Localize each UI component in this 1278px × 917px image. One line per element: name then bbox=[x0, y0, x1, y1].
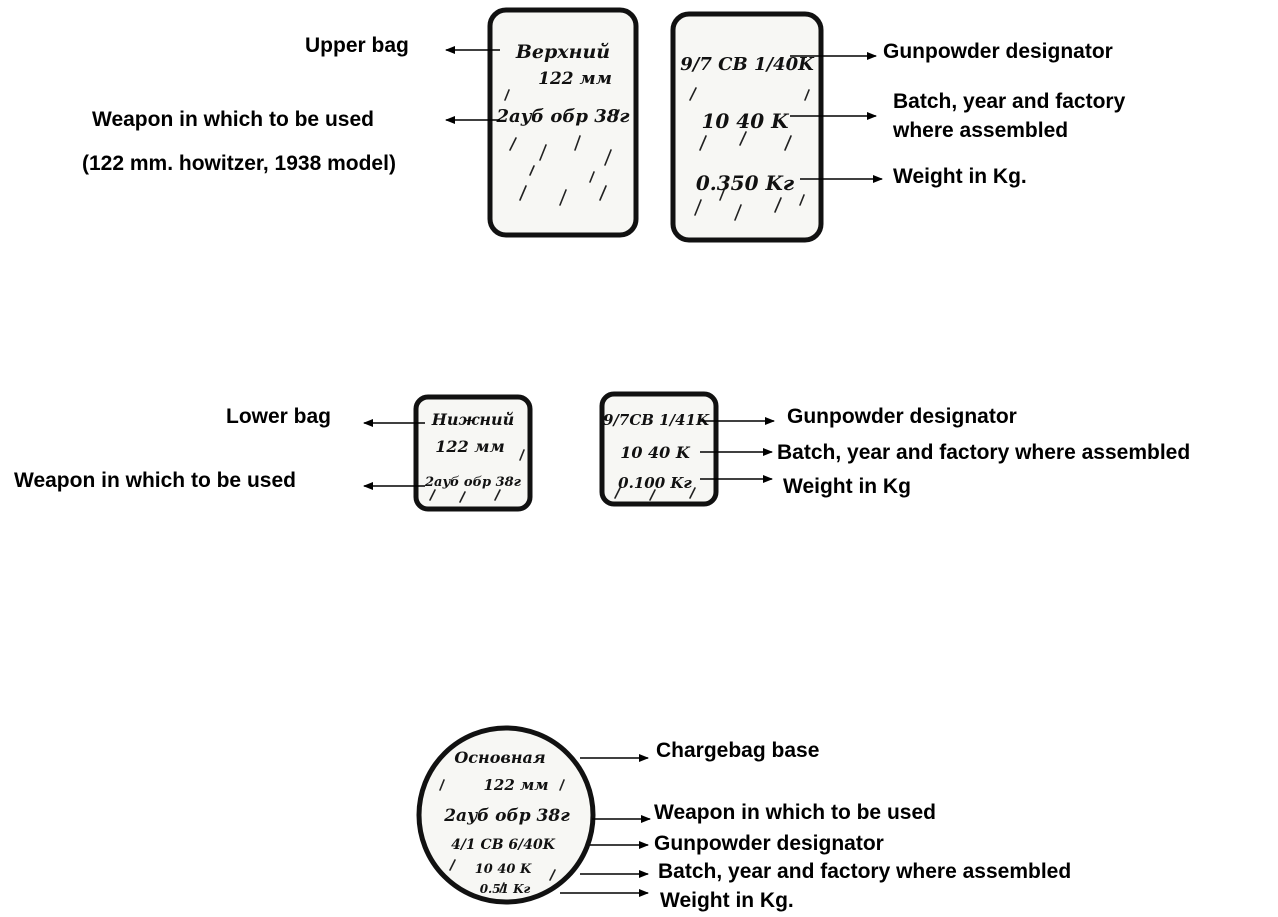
lower-bag-weapon-label: Weapon in which to be used bbox=[14, 469, 296, 492]
upper-bag-back-texture bbox=[689, 87, 810, 221]
lower-bag-front-line-2: 122 мм bbox=[435, 437, 504, 456]
lower-bag-front-line-3: 2аyб обр 38г bbox=[424, 475, 522, 490]
base-line-6: 0.51 Kг bbox=[480, 882, 531, 896]
upper-bag-back-line-1: 9/7 CB 1/40K bbox=[680, 54, 815, 75]
lower-bag-front-line-1: Нижний bbox=[431, 410, 515, 429]
upper-bag-front-line-3: 2аyб обр 38г bbox=[496, 106, 630, 127]
lower-batch-label: Batch, year and factory where assembled bbox=[777, 441, 1190, 464]
upper-bag-front: Верхний 122 мм 2аyб обр 38г bbox=[487, 7, 639, 238]
upper-bag-weapon-label: Weapon in which to be used bbox=[92, 108, 374, 131]
lower-bag-back-texture bbox=[614, 487, 696, 501]
upper-gunpowder-label: Gunpowder designator bbox=[883, 40, 1113, 63]
upper-bag-weapon-note: (122 mm. howitzer, 1938 model) bbox=[82, 152, 396, 175]
lower-weight-label: Weight in Kg bbox=[783, 475, 911, 498]
lower-bag-back: 9/7CB 1/41K 10 40 K 0.100 Kг bbox=[599, 391, 719, 507]
base-chargebag: Основная 122 мм 2аyб обр 38г 4/1 CB 6/40… bbox=[416, 725, 596, 905]
upper-bag-front-line-1: Верхний bbox=[515, 41, 610, 63]
base-weight-label: Weight in Kg. bbox=[660, 889, 794, 912]
base-line-5: 10 40 K bbox=[475, 862, 532, 877]
lower-bag-back-outline bbox=[599, 391, 719, 507]
upper-bag-back-outline bbox=[670, 11, 824, 243]
lower-bag-front-outline bbox=[413, 394, 533, 512]
lower-bag-front-texture bbox=[429, 449, 525, 503]
upper-bag-back-line-2: 10 40 K bbox=[702, 109, 791, 133]
upper-bag-front-texture bbox=[504, 89, 620, 206]
base-weapon-label: Weapon in which to be used bbox=[654, 801, 936, 824]
base-line-3: 2аyб обр 38г bbox=[443, 806, 570, 826]
upper-bag-front-line-2: 122 мм bbox=[538, 69, 612, 89]
base-line-1: Основная bbox=[454, 748, 545, 767]
base-chargebag-label: Chargebag base bbox=[656, 739, 819, 762]
lower-bag-back-line-3: 0.100 Kг bbox=[618, 474, 692, 492]
upper-batch-label-line2: where assembled bbox=[892, 119, 1068, 142]
lower-bag-label: Lower bag bbox=[226, 405, 331, 428]
lower-gunpowder-label: Gunpowder designator bbox=[787, 405, 1017, 428]
upper-batch-label-line1: Batch, year and factory bbox=[893, 90, 1126, 113]
base-chargebag-outline bbox=[416, 725, 596, 905]
lower-bag-back-line-1: 9/7CB 1/41K bbox=[603, 411, 710, 429]
lower-bag-back-line-2: 10 40 K bbox=[620, 443, 691, 462]
base-batch-label: Batch, year and factory where assembled bbox=[658, 860, 1071, 883]
upper-bag-front-outline bbox=[487, 7, 639, 238]
lower-bag-front: Нижний 122 мм 2аyб обр 38г bbox=[413, 394, 533, 512]
base-line-2: 122 мм bbox=[483, 776, 548, 794]
upper-weight-label: Weight in Kg. bbox=[893, 165, 1027, 188]
upper-bag-back-line-3: 0.350 Kг bbox=[696, 171, 795, 195]
base-line-4: 4/1 CB 6/40K bbox=[451, 837, 556, 853]
upper-bag-label: Upper bag bbox=[305, 34, 409, 57]
base-gunpowder-label: Gunpowder designator bbox=[654, 832, 884, 855]
base-chargebag-texture bbox=[439, 779, 565, 893]
upper-bag-back: 9/7 CB 1/40K 10 40 K 0.350 Kг bbox=[670, 11, 824, 243]
